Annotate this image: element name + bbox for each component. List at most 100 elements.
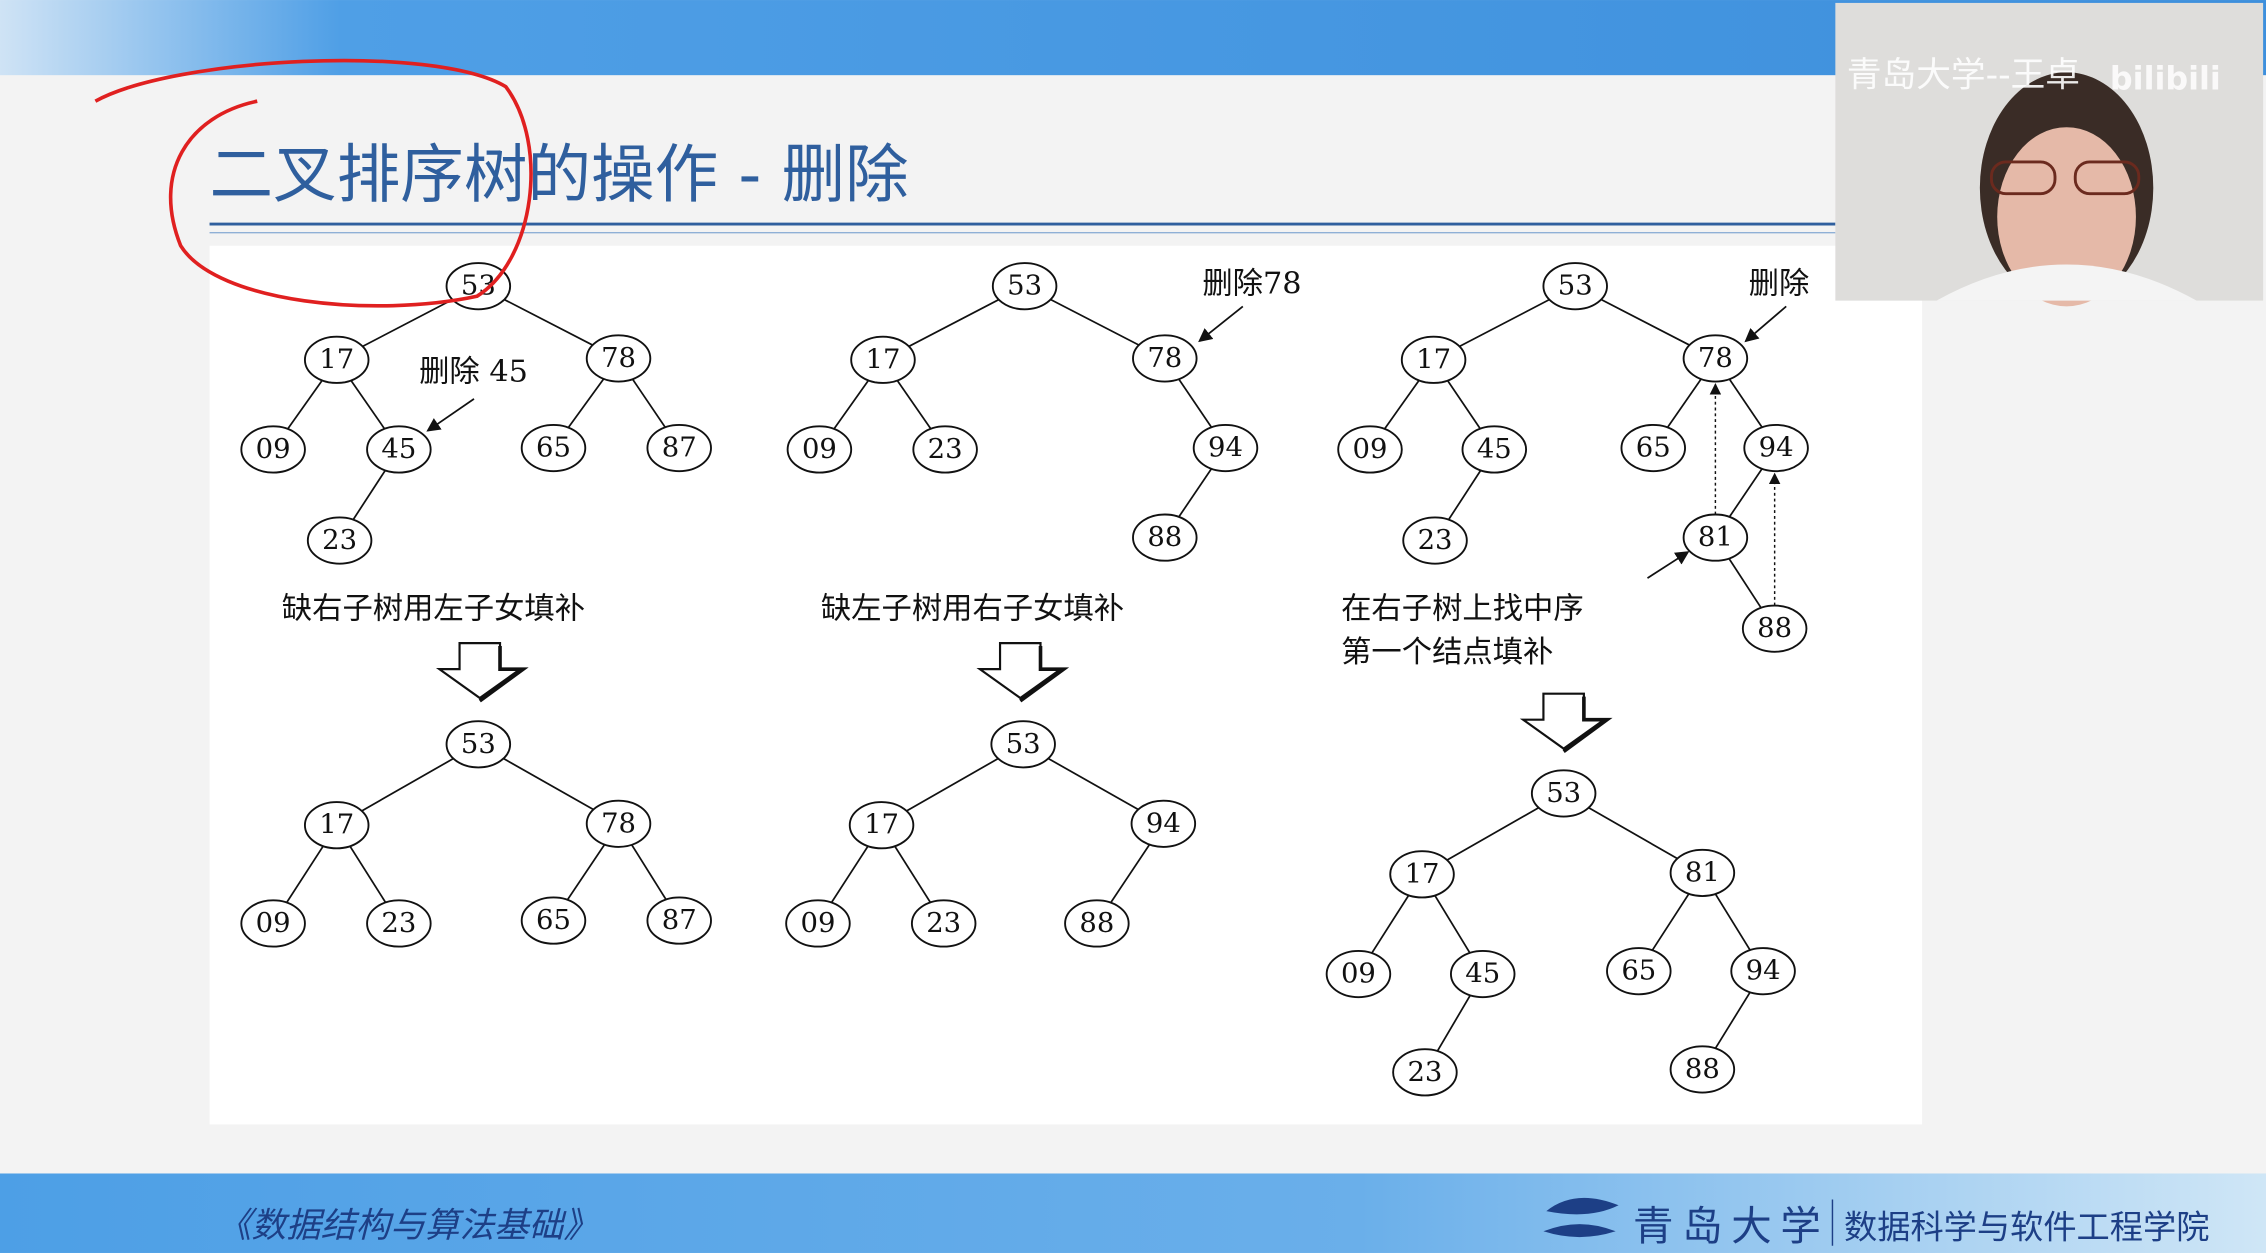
svg-text:53: 53 <box>1546 778 1581 809</box>
svg-text:23: 23 <box>928 434 963 465</box>
svg-text:09: 09 <box>256 434 291 465</box>
caption: 在右子树上找中序 <box>1341 592 1584 627</box>
tree-node: 09 <box>785 899 851 948</box>
svg-text:78: 78 <box>601 808 636 839</box>
svg-text:81: 81 <box>1698 522 1733 553</box>
tree-node: 23 <box>366 899 432 948</box>
svg-text:53: 53 <box>1006 729 1041 760</box>
svg-text:94: 94 <box>1759 433 1794 464</box>
tree-node: 53 <box>1542 262 1608 311</box>
tree-node: 23 <box>910 899 977 948</box>
tree-node: 78 <box>585 799 652 848</box>
tree-node: 81 <box>1682 513 1749 562</box>
tree-node: 53 <box>991 262 1058 311</box>
svg-text:17: 17 <box>866 344 901 375</box>
svg-text:09: 09 <box>802 434 837 465</box>
webcam-overlay: 青岛大学--王卓 bilibili <box>1835 2 2264 307</box>
footer-course: 《数据结构与算法基础》 <box>217 1206 598 1246</box>
caption: 缺右子树用左子女填补 <box>282 592 585 627</box>
video-watermark: 青岛大学--王卓 <box>1847 56 2080 96</box>
tree-node: 09 <box>240 425 306 474</box>
svg-text:09: 09 <box>256 908 291 939</box>
caption: 缺左子树用右子女填补 <box>821 592 1124 627</box>
tree-node: 53 <box>990 720 1056 769</box>
svg-text:78: 78 <box>1698 343 1733 374</box>
tree-node: 17 <box>1389 850 1455 899</box>
tree-node: 53 <box>445 262 512 311</box>
svg-text:94: 94 <box>1146 808 1181 839</box>
tree-node: 17 <box>850 335 916 384</box>
caption: 第一个结点填补 <box>1341 635 1553 670</box>
tree-node: 88 <box>1741 604 1808 653</box>
tree-node: 94 <box>1730 947 1796 996</box>
delete-label: 删除78 <box>1202 266 1301 301</box>
svg-text:88: 88 <box>1685 1054 1720 1085</box>
svg-text:53: 53 <box>461 729 496 760</box>
svg-text:65: 65 <box>1636 433 1671 464</box>
svg-text:53: 53 <box>1558 271 1593 302</box>
pointer-arrow <box>1744 305 1787 343</box>
svg-text:88: 88 <box>1147 522 1182 553</box>
tree-node: 78 <box>1682 334 1749 383</box>
svg-text:09: 09 <box>1353 434 1388 465</box>
svg-text:78: 78 <box>1147 343 1182 374</box>
tree-after: 53 17 94 09 23 88 <box>785 720 1197 948</box>
tree-node: 23 <box>912 425 978 474</box>
svg-text:65: 65 <box>536 905 571 936</box>
tree-node: 88 <box>1064 899 1130 948</box>
tree-node: 09 <box>1337 425 1403 474</box>
tree-node: 53 <box>445 720 512 769</box>
delete-label: 删除 <box>1749 266 1810 301</box>
svg-text:17: 17 <box>1405 859 1440 890</box>
tree-node: 09 <box>786 425 853 474</box>
tree-node: 17 <box>303 335 370 384</box>
svg-text:45: 45 <box>381 434 416 465</box>
svg-text:17: 17 <box>1416 344 1451 375</box>
svg-text:88: 88 <box>1079 908 1114 939</box>
tree-before: 53 17 78 09 23 94 88 <box>786 262 1259 562</box>
pointer-arrow <box>1198 305 1244 343</box>
svg-text:23: 23 <box>381 908 416 939</box>
svg-text:23: 23 <box>926 908 961 939</box>
svg-text:17: 17 <box>319 344 354 375</box>
pointer-arrow <box>1647 551 1690 579</box>
tree-node: 23 <box>1392 1048 1458 1097</box>
svg-text:65: 65 <box>536 433 571 464</box>
tree-node: 87 <box>646 423 712 473</box>
tree-node: 45 <box>1449 949 1516 999</box>
university-logo <box>1543 1197 1619 1238</box>
svg-text:65: 65 <box>1621 956 1656 987</box>
svg-text:78: 78 <box>601 343 636 374</box>
tree-node: 81 <box>1669 848 1736 897</box>
tree-node: 87 <box>646 896 712 945</box>
tree-node: 17 <box>848 801 915 850</box>
svg-text:23: 23 <box>1418 525 1453 556</box>
tree-node: 88 <box>1132 513 1198 562</box>
svg-text:09: 09 <box>1341 959 1376 990</box>
tree-before: 53 17 78 09 45 65 94 23 81 88 <box>1337 262 1809 653</box>
svg-text:94: 94 <box>1746 956 1781 987</box>
tree-node: 09 <box>240 899 306 948</box>
tree-node: 53 <box>1530 769 1597 818</box>
svg-text:17: 17 <box>864 810 899 841</box>
tree-node: 65 <box>520 896 587 945</box>
tree-node: 94 <box>1192 423 1259 473</box>
svg-text:53: 53 <box>1007 271 1042 302</box>
tree-node: 65 <box>1620 423 1686 473</box>
slide-title: 二叉排序树的操作 - 删除 <box>210 138 909 212</box>
tree-node: 17 <box>1400 335 1467 384</box>
footer-university: 青岛大学 <box>1633 1202 1830 1250</box>
tree-node: 65 <box>520 423 587 473</box>
svg-text:87: 87 <box>662 433 697 464</box>
svg-text:45: 45 <box>1477 434 1512 465</box>
svg-text:94: 94 <box>1208 433 1243 464</box>
svg-text:87: 87 <box>662 905 697 936</box>
tree-after: 53 17 81 09 45 65 94 23 88 <box>1325 769 1796 1097</box>
tree-node: 78 <box>1132 334 1198 383</box>
deletion-case-2: 53 17 78 09 23 94 88 53 17 94 09 23 88 删除78 缺左子树用右子女填补 <box>785 262 1302 948</box>
tree-node: 78 <box>585 334 652 383</box>
tree-node: 23 <box>1402 516 1468 565</box>
footer-bar <box>0 1173 2266 1253</box>
